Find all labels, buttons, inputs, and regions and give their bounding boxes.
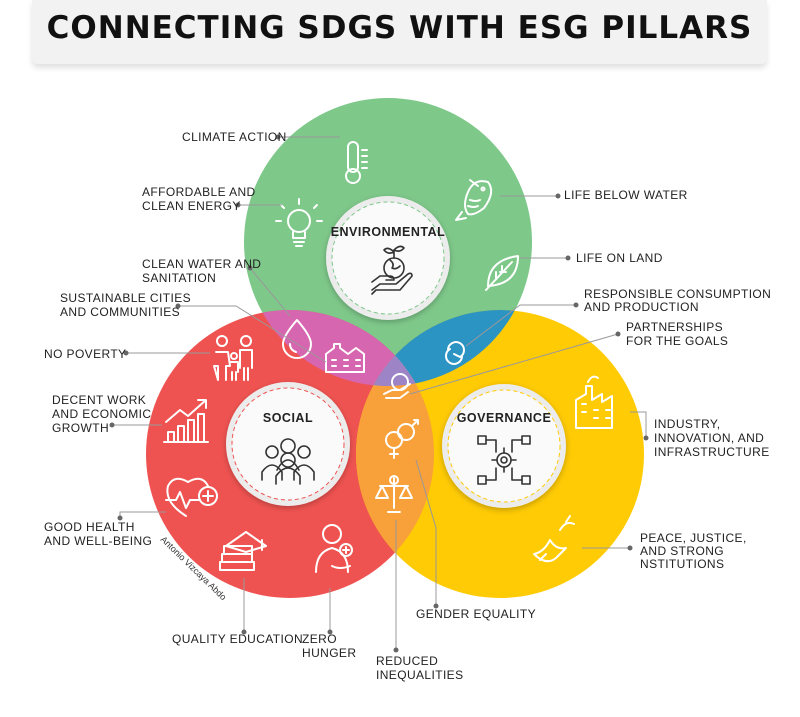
label-gender-equality: GENDER EQUALITY [416,607,536,621]
label-climate-action: CLIMATE ACTION [182,130,287,144]
governance-hub: GOVERNANCE [442,384,566,508]
env-social-overlap [244,310,434,386]
hand-globe-icon [371,245,413,295]
leaf-icon [485,255,519,291]
person-with-bowl-icon [315,524,353,573]
social-label: SOCIAL [263,411,313,425]
books-icon [219,531,267,571]
fish-icon [455,179,493,221]
factory-icon [575,375,613,429]
handshake-globe-icon [383,373,411,399]
page-title: CONNECTING SDGS WITH ESG PILLARS [46,10,753,46]
dove-icon [533,515,575,563]
label-life-on-land: LIFE ON LAND [576,251,663,265]
label-quality-education: QUALITY EDUCATION [172,632,303,646]
label-life-below-water: LIFE BELOW WATER [564,188,688,202]
water-drop-icon [282,319,312,359]
people-group-icon [261,438,315,485]
environmental-label: ENVIRONMENTAL [331,225,446,239]
thermometer-icon [345,141,368,184]
title-banner: CONNECTING SDGS WITH ESG PILLARS [32,0,767,64]
label-no-poverty: NO POVERTY [44,347,126,361]
infinity-loop-icon [445,341,465,365]
growth-chart-icon [163,399,209,443]
balance-icon [375,475,413,513]
heartbeat-icon [165,477,218,517]
gender-symbols-icon [385,419,419,459]
governance-label: GOVERNANCE [457,411,552,425]
leader-lines [109,134,649,653]
lightbulb-icon [275,198,323,247]
city-building-icon [325,343,365,373]
family-icon [213,335,253,381]
network-icon [477,435,531,485]
social-hub: SOCIAL [226,382,350,506]
environmental-hub: ENVIRONMENTAL [326,196,450,320]
